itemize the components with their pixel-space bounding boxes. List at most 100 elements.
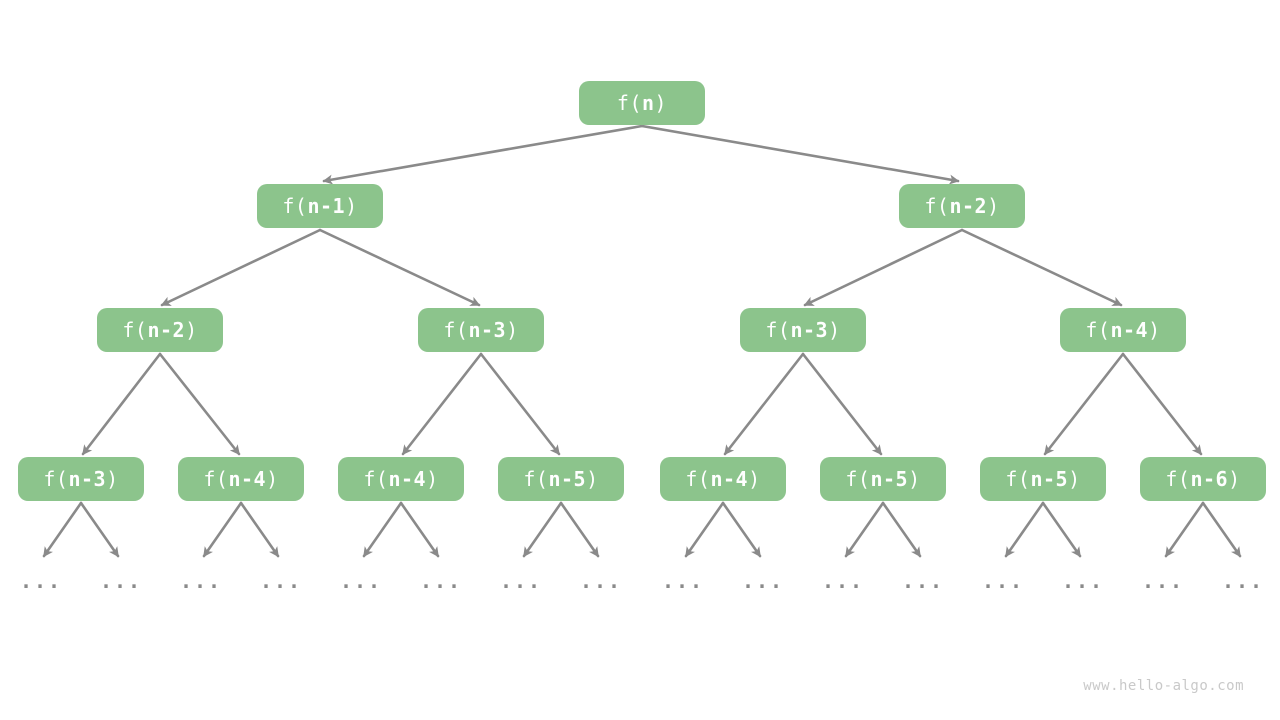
edge-arrow xyxy=(721,501,762,558)
node-label-pre: f( xyxy=(43,467,69,491)
node-label: f(n-2) xyxy=(924,194,999,218)
node-label: f(n-6) xyxy=(1165,467,1240,491)
tree-node: f(n-2) xyxy=(899,184,1025,228)
node-label-pre: f( xyxy=(122,318,148,342)
node-label-pre: f( xyxy=(765,318,791,342)
node-label-arg: n-5 xyxy=(1030,467,1069,491)
edge-arrow xyxy=(1164,501,1205,558)
node-label-pre: f( xyxy=(1165,467,1191,491)
node-label-post: ) xyxy=(1148,318,1161,342)
node-label-post: ) xyxy=(987,194,1000,218)
edge-arrow xyxy=(401,352,483,456)
edge-arrow xyxy=(960,228,1123,307)
ellipsis-leaf: ... xyxy=(499,569,543,593)
node-label-post: ) xyxy=(1228,467,1241,491)
ellipsis-leaf: ... xyxy=(1221,569,1265,593)
edge-arrow xyxy=(239,501,280,558)
node-label-arg: n-4 xyxy=(388,467,427,491)
node-label-post: ) xyxy=(828,318,841,342)
tree-node: f(n-4) xyxy=(1060,308,1186,352)
node-label-pre: f( xyxy=(443,318,469,342)
edge-arrow xyxy=(723,352,805,456)
node-label-post: ) xyxy=(185,318,198,342)
node-label-pre: f( xyxy=(1085,318,1111,342)
node-label-post: ) xyxy=(654,91,668,115)
node-label-post: ) xyxy=(106,467,119,491)
node-label: f(n-4) xyxy=(203,467,278,491)
edge-arrow xyxy=(160,228,322,307)
ellipsis-leaf: ... xyxy=(661,569,705,593)
tree-node: f(n-4) xyxy=(338,457,464,501)
edge-arrow xyxy=(399,501,440,558)
node-label-arg: n-4 xyxy=(710,467,749,491)
tree-node-root: f(n) xyxy=(579,81,705,125)
node-label: f(n-4) xyxy=(363,467,438,491)
ellipsis-leaf: ... xyxy=(821,569,865,593)
node-label-post: ) xyxy=(506,318,519,342)
edge-arrow xyxy=(322,124,644,185)
tree-node: f(n-5) xyxy=(498,457,624,501)
node-label-arg: n-1 xyxy=(307,194,346,218)
node-label-post: ) xyxy=(586,467,599,491)
node-label: f(n-4) xyxy=(685,467,760,491)
edge-arrow xyxy=(844,501,885,558)
ellipsis-leaf: ... xyxy=(1061,569,1105,593)
node-label-post: ) xyxy=(426,467,439,491)
node-label-pre: f( xyxy=(616,91,642,115)
edge-arrow xyxy=(803,228,964,307)
edge-arrow xyxy=(202,501,243,558)
node-label-arg: n-5 xyxy=(870,467,909,491)
edge-arrow xyxy=(640,124,960,185)
node-label: f(n-5) xyxy=(1005,467,1080,491)
node-label-post: ) xyxy=(345,194,358,218)
node-label: f(n-2) xyxy=(122,318,197,342)
node-label: f(n-3) xyxy=(443,318,518,342)
node-label-arg: n-4 xyxy=(1110,318,1149,342)
edge-arrow xyxy=(362,501,403,558)
ellipsis-leaf: ... xyxy=(179,569,223,593)
node-label-post: ) xyxy=(908,467,921,491)
node-label: f(n-1) xyxy=(282,194,357,218)
node-label-pre: f( xyxy=(363,467,389,491)
edge-arrow xyxy=(42,501,83,558)
edge-arrow xyxy=(559,501,600,558)
node-label-arg: n-3 xyxy=(68,467,107,491)
ellipsis-leaf: ... xyxy=(419,569,463,593)
ellipsis-leaf: ... xyxy=(981,569,1025,593)
edge-arrow xyxy=(1004,501,1045,558)
edge-arrow xyxy=(81,352,162,456)
tree-node: f(n-6) xyxy=(1140,457,1266,501)
ellipsis-leaf: ... xyxy=(901,569,945,593)
node-label-pre: f( xyxy=(845,467,871,491)
edge-arrow xyxy=(1043,352,1125,456)
ellipsis-leaf: ... xyxy=(1141,569,1185,593)
node-label: f(n-3) xyxy=(765,318,840,342)
node-label-pre: f( xyxy=(685,467,711,491)
node-label-post: ) xyxy=(266,467,279,491)
edge-arrow xyxy=(522,501,563,558)
edge-arrow xyxy=(318,228,481,307)
tree-node: f(n-4) xyxy=(660,457,786,501)
node-label: f(n-4) xyxy=(1085,318,1160,342)
node-label-arg: n-3 xyxy=(790,318,829,342)
node-label: f(n-3) xyxy=(43,467,118,491)
ellipsis-leaf: ... xyxy=(579,569,623,593)
node-label-arg: n-4 xyxy=(228,467,267,491)
node-label-arg: n xyxy=(642,91,655,115)
tree-node: f(n-3) xyxy=(740,308,866,352)
ellipsis-leaf: ... xyxy=(19,569,63,593)
node-label-arg: n-6 xyxy=(1190,467,1229,491)
edge-arrow xyxy=(479,352,561,456)
edge-arrow xyxy=(684,501,725,558)
ellipsis-leaf: ... xyxy=(339,569,383,593)
tree-node: f(n-5) xyxy=(820,457,946,501)
tree-node: f(n-4) xyxy=(178,457,304,501)
ellipsis-leaf: ... xyxy=(741,569,785,593)
edge-arrow xyxy=(158,352,241,456)
ellipsis-leaf: ... xyxy=(99,569,143,593)
node-label-pre: f( xyxy=(1005,467,1031,491)
node-label: f(n-5) xyxy=(845,467,920,491)
tree-node: f(n-3) xyxy=(418,308,544,352)
node-label-post: ) xyxy=(748,467,761,491)
